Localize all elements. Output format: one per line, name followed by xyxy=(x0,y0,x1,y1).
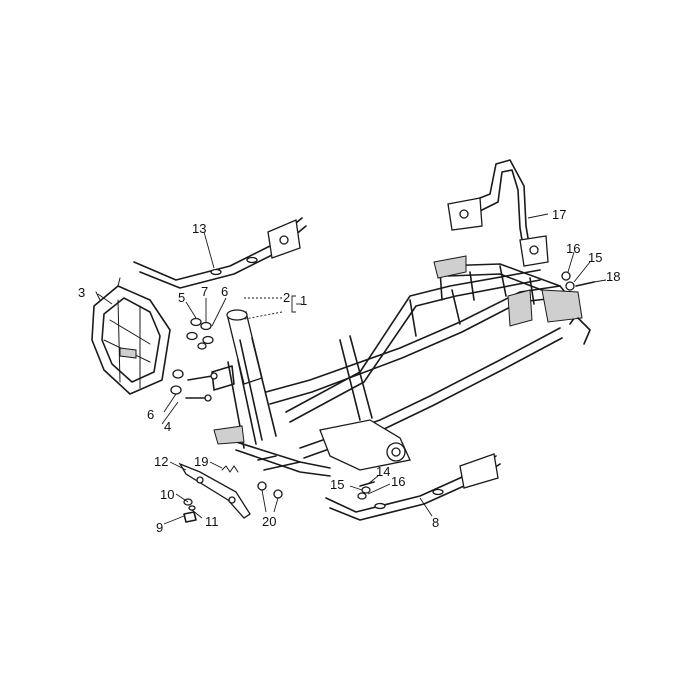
callout-20: 20 xyxy=(262,514,276,529)
callout-6-upper: 6 xyxy=(221,284,228,299)
callout-10: 10 xyxy=(160,487,174,502)
callout-3: 3 xyxy=(78,285,85,300)
callout-2: 2 xyxy=(283,290,290,305)
callout-4: 4 xyxy=(164,419,171,434)
callout-1: 1 xyxy=(300,293,307,308)
callout-15-lower: 15 xyxy=(330,477,344,492)
callout-6-lower: 6 xyxy=(147,407,154,422)
callout-7: 7 xyxy=(201,284,208,299)
front-bracket-cage xyxy=(91,277,171,395)
left-footrest-bracket xyxy=(133,217,307,289)
right-footrest-bracket xyxy=(325,453,501,521)
callout-15-upper: 15 xyxy=(588,250,602,265)
callout-13: 13 xyxy=(192,221,206,236)
callout-9: 9 xyxy=(156,520,163,535)
callout-19: 19 xyxy=(194,454,208,469)
rear-grab-bracket xyxy=(447,159,549,267)
callout-5: 5 xyxy=(178,290,185,305)
callout-14: 14 xyxy=(376,464,390,479)
callout-17: 17 xyxy=(552,207,566,222)
callout-16-lower: 16 xyxy=(391,474,405,489)
callout-11: 11 xyxy=(205,514,219,529)
callout-8: 8 xyxy=(432,515,439,530)
stand-plate xyxy=(178,462,251,519)
callout-labels: 1 2 3 4 5 6 6 7 8 9 10 11 12 13 14 15 15… xyxy=(78,207,620,535)
main-frame xyxy=(211,255,591,477)
callout-16-upper: 16 xyxy=(566,241,580,256)
hardware xyxy=(170,271,595,523)
callout-18: 18 xyxy=(606,269,620,284)
callout-12: 12 xyxy=(154,454,168,469)
leader-lines xyxy=(97,213,607,525)
